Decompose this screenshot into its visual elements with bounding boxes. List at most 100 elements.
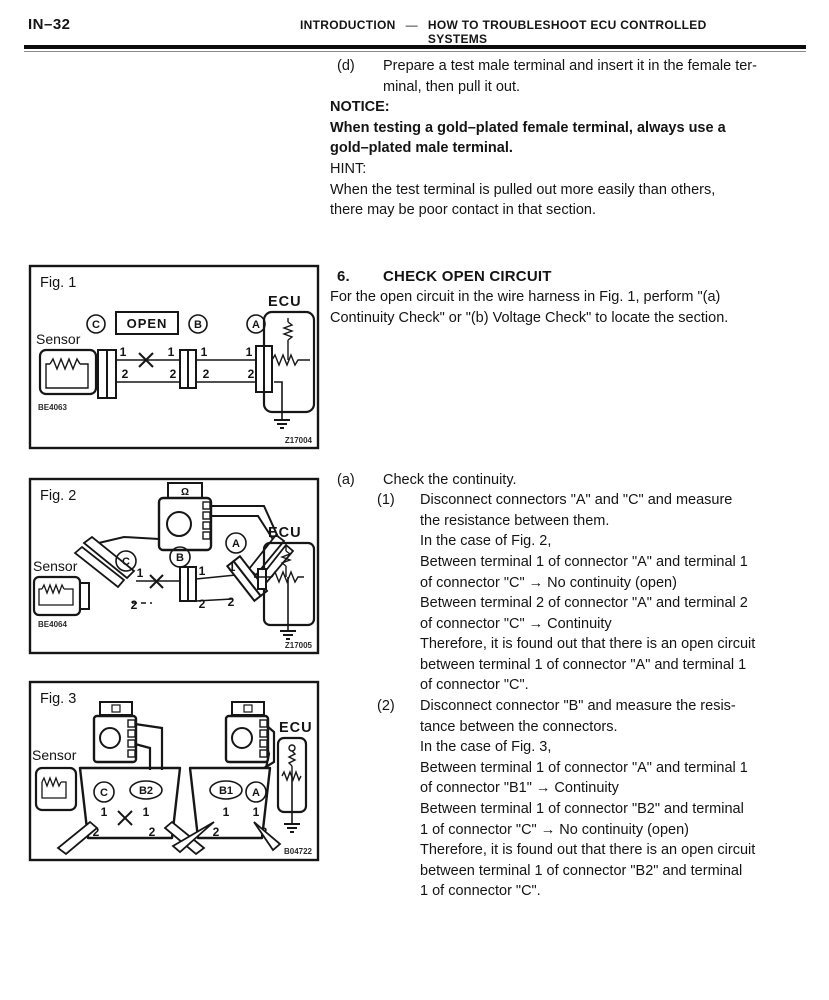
section-6-heading: 6. CHECK OPEN CIRCUIT [330, 267, 812, 288]
text-line: For the open circuit in the wire harness… [330, 289, 721, 306]
sensor-box: Sensor [32, 558, 90, 617]
ecu-resistor-vertical [282, 321, 294, 360]
svg-text:B: B [194, 319, 202, 331]
ecu-resistor-vertical [280, 550, 292, 577]
svg-text:2: 2 [93, 825, 100, 839]
text-line: In the case of Fig. 2, [420, 533, 552, 550]
svg-text:1: 1 [253, 805, 260, 819]
section-6-body: For the open circuit in the wire harness… [330, 287, 812, 328]
svg-text:1: 1 [229, 560, 236, 574]
connector-group-right: B1 A 1 1 2 2 [171, 766, 282, 854]
multimeter-left [92, 701, 138, 764]
figure-code-right: B04722 [284, 847, 313, 856]
ground-icon [274, 419, 290, 429]
figure-code-left: BE4064 [38, 620, 67, 629]
ecu-box: ECU [254, 525, 316, 640]
item-2-label: (2) [377, 698, 395, 715]
open-x-mark [117, 810, 133, 826]
meter-right-leads [263, 725, 276, 769]
test-probe [253, 821, 282, 852]
sensor-label: Sensor [32, 747, 77, 763]
text-line: Between terminal 1 of connector "B2" and… [420, 801, 744, 818]
figure-3-panel: Fig. 3 Sensor [28, 680, 320, 862]
figure-1-title: Fig. 1 [40, 275, 76, 291]
header-section: INTRODUCTION [300, 18, 396, 32]
text-line: In the case of Fig. 3, [420, 739, 552, 756]
right-column: (d) Prepare a test male terminal and ins… [330, 56, 812, 902]
text-line: minal, then pull it out. [383, 78, 521, 95]
text-line: between terminal 1 of connector "A" and … [420, 656, 747, 673]
figure-1-panel: Fig. 1 ECU Sensor [28, 264, 320, 450]
open-label-box: OPEN [115, 311, 179, 335]
text-line: When testing a gold–plated female termin… [330, 119, 726, 136]
svg-text:1: 1 [246, 345, 253, 359]
text-line: of connector "C" → No continuity (open) [420, 574, 677, 591]
figure-2-diagram: Fig. 2 Ω [28, 477, 320, 655]
ecu-resistor-horizontal [271, 353, 310, 367]
harness-wires [132, 574, 237, 604]
sensor-connector [79, 582, 90, 610]
section-6-number: 6. [337, 267, 350, 285]
terminal-numbers: 1 1 1 2 2 2 [131, 560, 236, 612]
connector-b2-label: B2 [139, 785, 153, 797]
item-d-text: Prepare a test male terminal and insert … [383, 56, 757, 97]
open-x-mark [138, 352, 154, 368]
meter-dial [99, 727, 121, 749]
svg-text:B: B [176, 552, 184, 564]
figure-1-diagram: Fig. 1 ECU Sensor [28, 264, 320, 450]
open-x-mark [149, 574, 164, 589]
figure-3-diagram: Fig. 3 Sensor [28, 680, 320, 862]
svg-text:2: 2 [248, 367, 255, 381]
text-line: between terminal 1 of connector "B2" and… [420, 862, 743, 879]
text-line: tance between the connectors. [420, 718, 618, 735]
ecu-connector [255, 345, 273, 393]
sensor-label: Sensor [36, 331, 81, 347]
notice-label: NOTICE: [330, 99, 390, 116]
item-2-text: Disconnect connector "B" and measure the… [420, 696, 812, 902]
text-line: of connector "C" → Continuity [420, 615, 612, 632]
text-line: 1 of connector "C". [420, 883, 541, 900]
svg-text:2: 2 [213, 825, 220, 839]
svg-text:1: 1 [199, 564, 206, 578]
item-a-text: Check the continuity. [383, 471, 517, 488]
meter-left-leads [134, 722, 164, 770]
svg-text:C: C [92, 319, 100, 331]
svg-text:1: 1 [137, 566, 144, 580]
connector-c: C [115, 550, 137, 572]
meter-dial [166, 511, 192, 537]
test-probe [56, 820, 99, 856]
item-2: (2) Disconnect connector "B" and measure… [330, 696, 812, 902]
figure-3-frame [28, 680, 320, 862]
hint-text: When the test terminal is pulled out mor… [330, 180, 812, 221]
meter-dial [231, 727, 253, 749]
item-1-label: (1) [377, 492, 395, 509]
text-line: Between terminal 1 of connector "A" and … [420, 759, 748, 776]
item-a: (a) Check the continuity. [330, 470, 812, 491]
svg-text:2: 2 [203, 367, 210, 381]
sensor-connector [97, 349, 117, 399]
multimeter-right [224, 701, 270, 764]
ecu-connector [257, 568, 267, 590]
figure-2-frame [28, 477, 320, 655]
ecu-resistor-horizontal [271, 570, 304, 584]
text-line: Therefore, it is found out that there is… [420, 636, 756, 653]
text-line: Between terminal 1 of connector "A" and … [420, 553, 748, 570]
text-line: there may be poor contact in that sectio… [330, 202, 596, 219]
text-line: Disconnect connector "B" and measure the… [420, 698, 736, 715]
connector-c: C [86, 314, 106, 334]
header-rule [24, 45, 806, 49]
text-line: 1 of connector "C" → No continuity (open… [420, 821, 690, 838]
item-1: (1) Disconnect connectors "A" and "C" an… [330, 490, 812, 696]
svg-text:1: 1 [120, 345, 127, 359]
header-title: HOW TO TROUBLESHOOT ECU CONTROLLED SYSTE… [427, 18, 707, 46]
figure-code-right: Z17004 [285, 436, 313, 445]
svg-text:1: 1 [168, 345, 175, 359]
svg-text:1: 1 [223, 805, 230, 819]
connector-b1-label: B1 [219, 785, 233, 797]
svg-text:A: A [232, 538, 240, 550]
ground-icon [284, 823, 300, 833]
text-line: Continuity Check" or "(b) Voltage Check"… [330, 309, 729, 326]
svg-text:2: 2 [122, 367, 129, 381]
page-number: IN–32 [28, 16, 71, 33]
svg-text:1: 1 [101, 805, 108, 819]
